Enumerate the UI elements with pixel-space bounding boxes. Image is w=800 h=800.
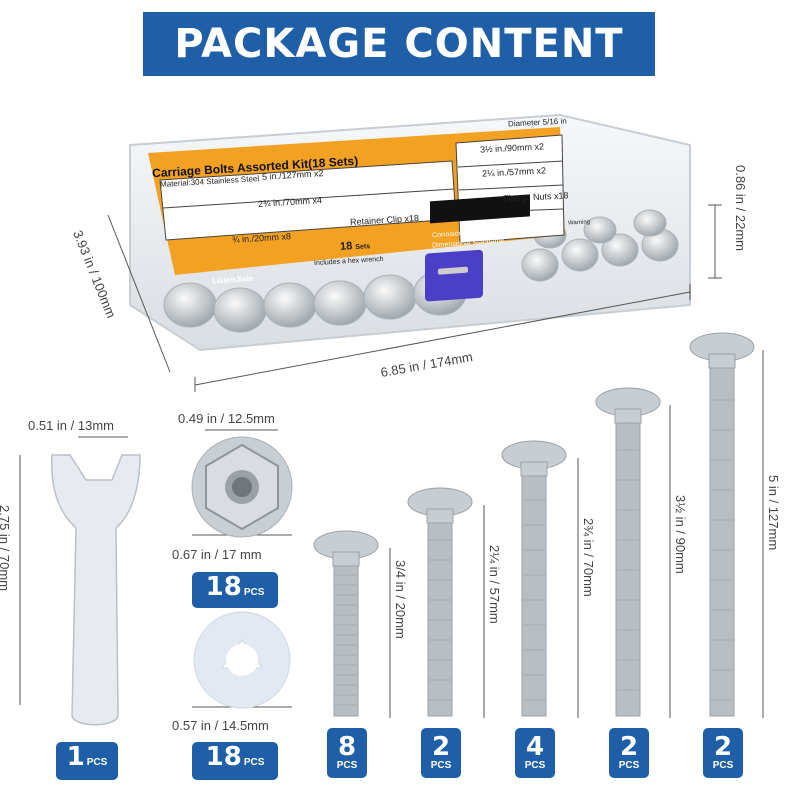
storage-box-illustration: [129, 113, 691, 352]
page-title: PACKAGE CONTENT: [143, 12, 655, 76]
dim-box-height: 0.86 in / 22mm: [733, 165, 748, 251]
dim-bolt5: 5 in / 127mm: [766, 475, 781, 551]
dim-bolt4: 3½ in / 90mm: [673, 495, 688, 574]
dim-nut-flange: 0.67 in / 17 mm: [172, 547, 262, 562]
dim-bolt2: 2¼ in / 57mm: [487, 545, 502, 624]
dim-clip-width: 0.57 in / 14.5mm: [172, 718, 269, 733]
dim-bolt1: 3/4 in / 20mm: [393, 560, 408, 639]
dim-bolt3: 2¾ in / 70mm: [581, 518, 596, 597]
carriage-bolts-illustration: [313, 332, 755, 717]
wrench-illustration: [51, 454, 141, 726]
dim-wrench-length: 2.75 in / 70mm: [0, 505, 12, 591]
dim-nut-width: 0.49 in / 12.5mm: [178, 411, 275, 426]
flange-nut-illustration: [191, 436, 293, 538]
dim-wrench-width: 0.51 in / 13mm: [28, 418, 114, 433]
retainer-clip-illustration: [193, 611, 291, 709]
